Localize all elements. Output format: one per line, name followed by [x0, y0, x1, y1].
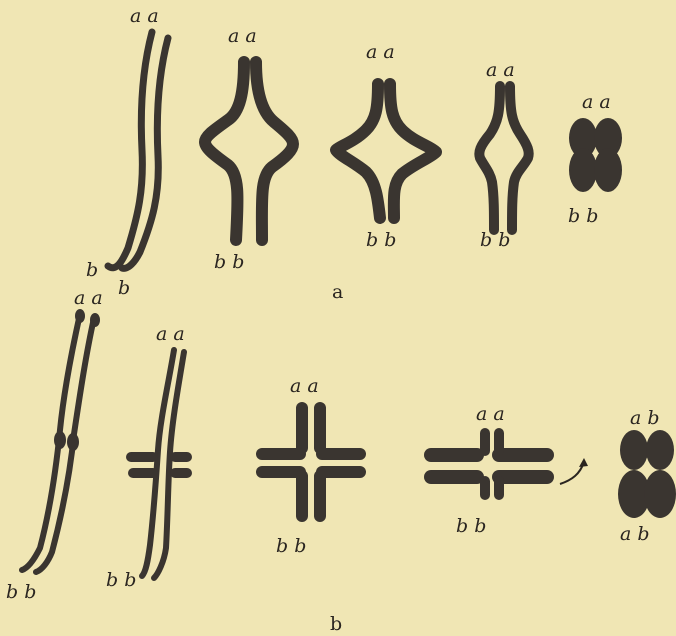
chromosome-b4-cross: [424, 428, 554, 500]
label-b4-top: a a: [476, 403, 505, 425]
stage-a1: a a b b: [86, 5, 168, 299]
label-b5-top: a b: [630, 407, 660, 429]
stage-b4: a a b b: [424, 403, 588, 537]
label-a2-top: a a: [228, 25, 257, 47]
chromatid-a3-left: [336, 84, 380, 218]
label-a4-top: a a: [486, 59, 515, 81]
chromatid-a3-right: [390, 84, 436, 218]
chromatid-a2-left: [205, 62, 244, 240]
caption-b: b: [330, 613, 342, 635]
stage-a2: a a b b: [205, 25, 293, 273]
label-b4-bottom: b b: [456, 515, 486, 537]
chromatid-a2-right: [256, 62, 293, 240]
label-a5-top: a a: [582, 91, 611, 113]
stage-b2: a a b b: [106, 323, 192, 591]
label-b5-bottom: a b: [620, 523, 650, 545]
label-b3-top: a a: [290, 375, 319, 397]
label-a1-bottom-right: b: [118, 277, 130, 299]
label-a1-bottom-left: b: [86, 259, 98, 281]
label-a4-bottom: b b: [480, 229, 510, 251]
label-b2-top: a a: [156, 323, 185, 345]
chromatid-a4-left: [479, 86, 500, 230]
chromatid-a4-right: [510, 86, 529, 230]
stage-b3: a a b b: [256, 375, 366, 557]
stage-b1: a a b b: [6, 287, 103, 603]
label-a5-bottom: b b: [568, 205, 598, 227]
label-a3-top: a a: [366, 41, 395, 63]
stage-b5: a b a b: [618, 407, 676, 545]
caption-a: a: [332, 281, 343, 303]
chromosome-b5-body: [618, 430, 676, 518]
row-a: a a b b a a b b a a b b a a b b: [86, 5, 622, 303]
label-a2-bottom: b b: [214, 251, 244, 273]
label-b1-top: a a: [74, 287, 103, 309]
row-b: a a b b a a b b: [6, 287, 676, 635]
label-b3-bottom: b b: [276, 535, 306, 557]
chromosome-a5-body: [569, 118, 622, 192]
stage-a3: a a b b: [336, 41, 436, 251]
stage-a4: a a b b: [479, 59, 528, 251]
chromosome-b3-cross: [256, 402, 366, 522]
label-a3-bottom: b b: [366, 229, 396, 251]
label-b2-bottom: b b: [106, 569, 136, 591]
label-a1-top-left: a a: [130, 5, 159, 27]
rotation-arrowhead: [579, 458, 588, 467]
label-b1-bottom: b b: [6, 581, 36, 603]
stage-a5: a a b b: [568, 91, 622, 227]
